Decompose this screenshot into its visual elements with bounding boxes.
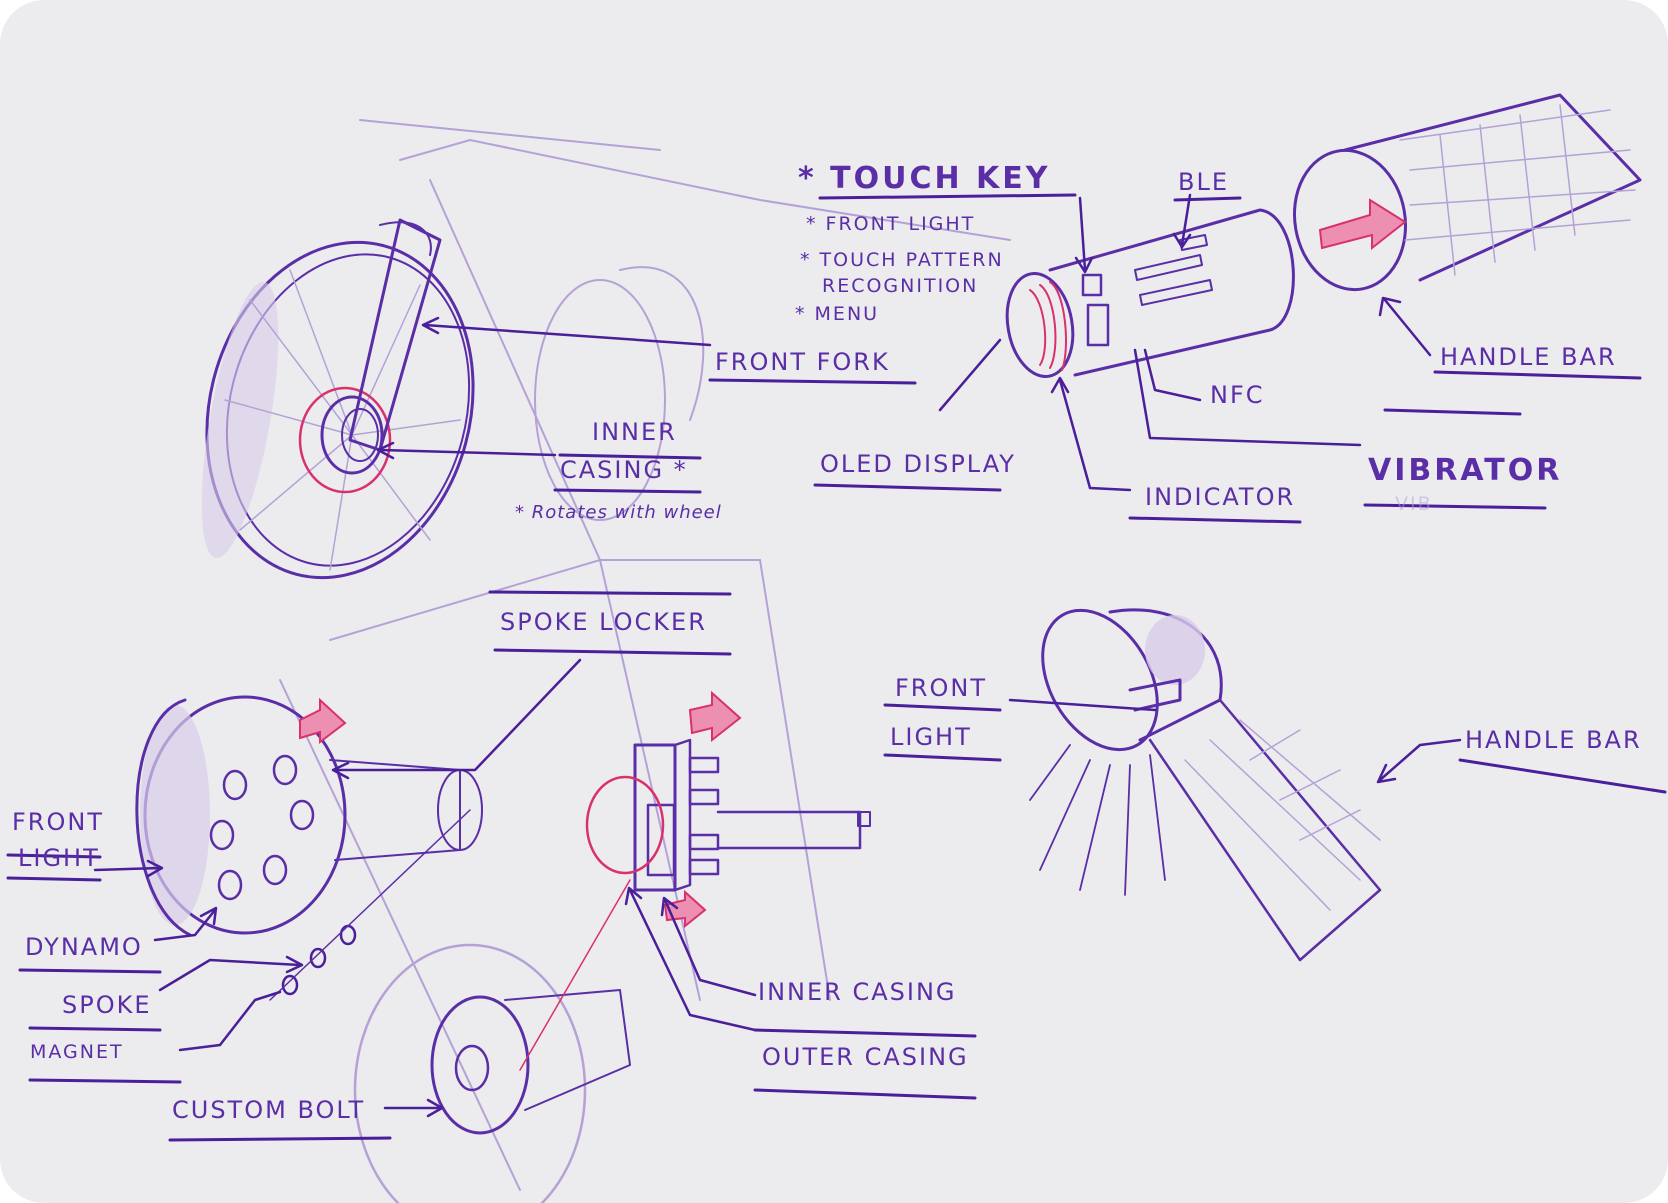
label-handle-bar-top: HANDLE BAR — [1440, 343, 1617, 371]
label-underlines — [6, 193, 1667, 1142]
label-front-light-left-1: FRONT — [12, 808, 104, 836]
label-oled-display: OLED DISPLAY — [820, 450, 1016, 478]
label-inner-casing-top-1: INNER — [592, 418, 677, 446]
label-front-light-feature: * FRONT LIGHT — [806, 213, 975, 235]
casing-bolt-sketch — [353, 690, 871, 1203]
label-front-light-mid-2: LIGHT — [890, 723, 972, 751]
label-front-light-left-2: LIGHT — [18, 844, 100, 872]
label-handle-bar-bottom: HANDLE BAR — [1465, 726, 1642, 754]
handlebar-light-sketch — [1029, 608, 1382, 962]
label-custom-bolt: CUSTOM BOLT — [172, 1096, 365, 1124]
bicycle-wheel-sketch — [201, 119, 1011, 580]
label-vib: VIB — [1395, 493, 1433, 515]
label-touch-pattern: * TOUCH PATTERN — [800, 249, 1004, 271]
label-outer-casing: OUTER CASING — [762, 1043, 969, 1071]
label-inner-casing-bottom: INNER CASING — [758, 978, 957, 1006]
label-front-fork: FRONT FORK — [715, 348, 890, 376]
label-recognition: RECOGNITION — [822, 275, 978, 297]
label-vibrator: VIBRATOR — [1368, 453, 1562, 488]
label-dynamo: DYNAMO — [25, 933, 143, 961]
leader-lines — [93, 193, 1462, 1118]
label-rotates-note: * Rotates with wheel — [515, 502, 722, 523]
label-indicator: INDICATOR — [1145, 483, 1295, 511]
label-touch-key: * TOUCH KEY — [798, 161, 1051, 196]
handlebar-unit-sketch — [1005, 93, 1642, 379]
label-inner-casing-top-2: CASING * — [560, 456, 688, 484]
label-spoke-locker: SPOKE LOCKER — [500, 608, 707, 636]
label-magnet: MAGNET — [30, 1041, 124, 1063]
label-nfc: NFC — [1210, 381, 1265, 409]
label-front-light-mid-1: FRONT — [895, 674, 987, 702]
label-ble: BLE — [1178, 168, 1229, 196]
label-menu: * MENU — [795, 303, 879, 325]
label-spoke: SPOKE — [62, 991, 152, 1019]
